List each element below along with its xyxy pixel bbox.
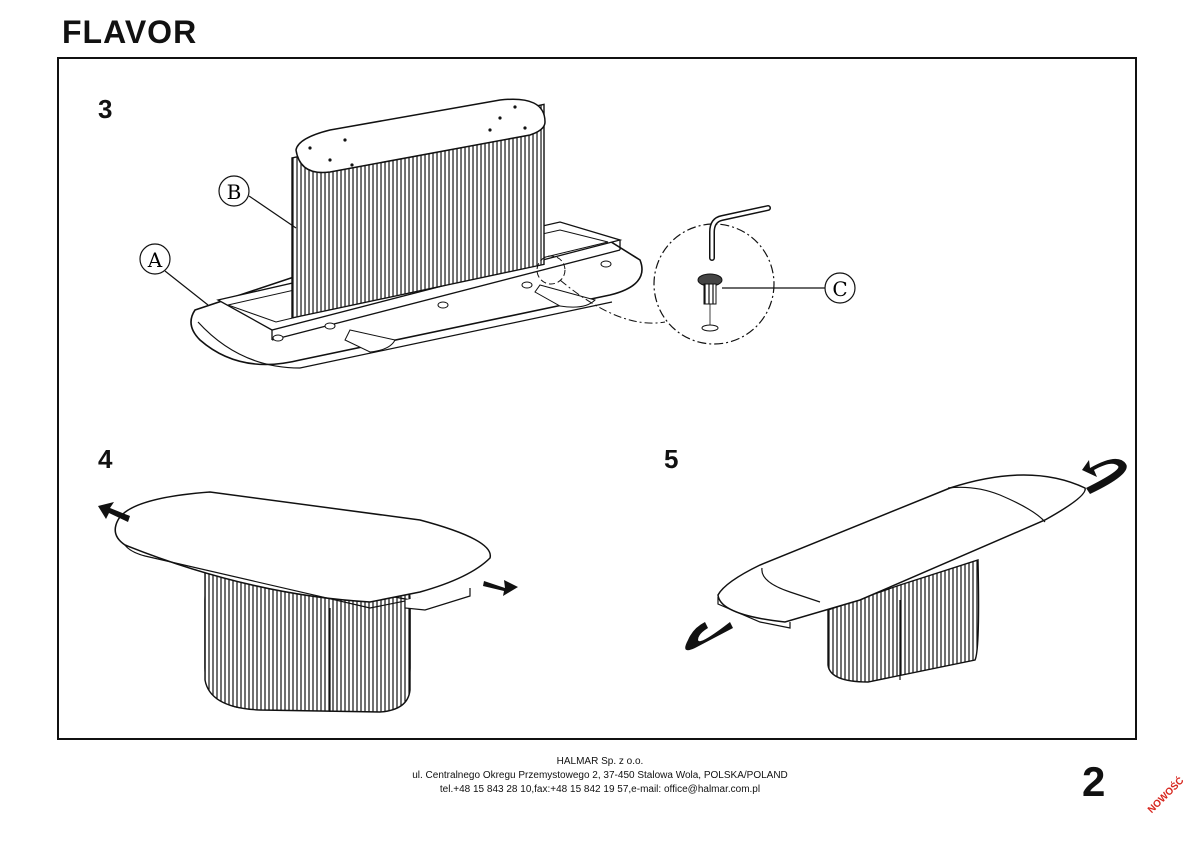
- footer: HALMAR Sp. z o.o. ul. Centralnego Okregu…: [300, 755, 900, 797]
- page-number: 2: [1082, 758, 1106, 805]
- step-number-5: 5: [664, 444, 679, 474]
- step-number-3: 3: [98, 94, 113, 124]
- instruction-frame: [57, 57, 1137, 740]
- footer-contact: tel.+48 15 843 28 10,fax:+48 15 842 19 5…: [439, 784, 761, 795]
- novelty-stamp: NOWOŚĆ: [1146, 775, 1187, 816]
- footer-address: ul. Centralnego Okregu Przemystowego 2, …: [412, 770, 788, 781]
- footer-company: HALMAR Sp. z o.o.: [556, 756, 644, 767]
- step-number-4: 4: [98, 444, 113, 474]
- document-title: FLAVOR: [62, 14, 198, 50]
